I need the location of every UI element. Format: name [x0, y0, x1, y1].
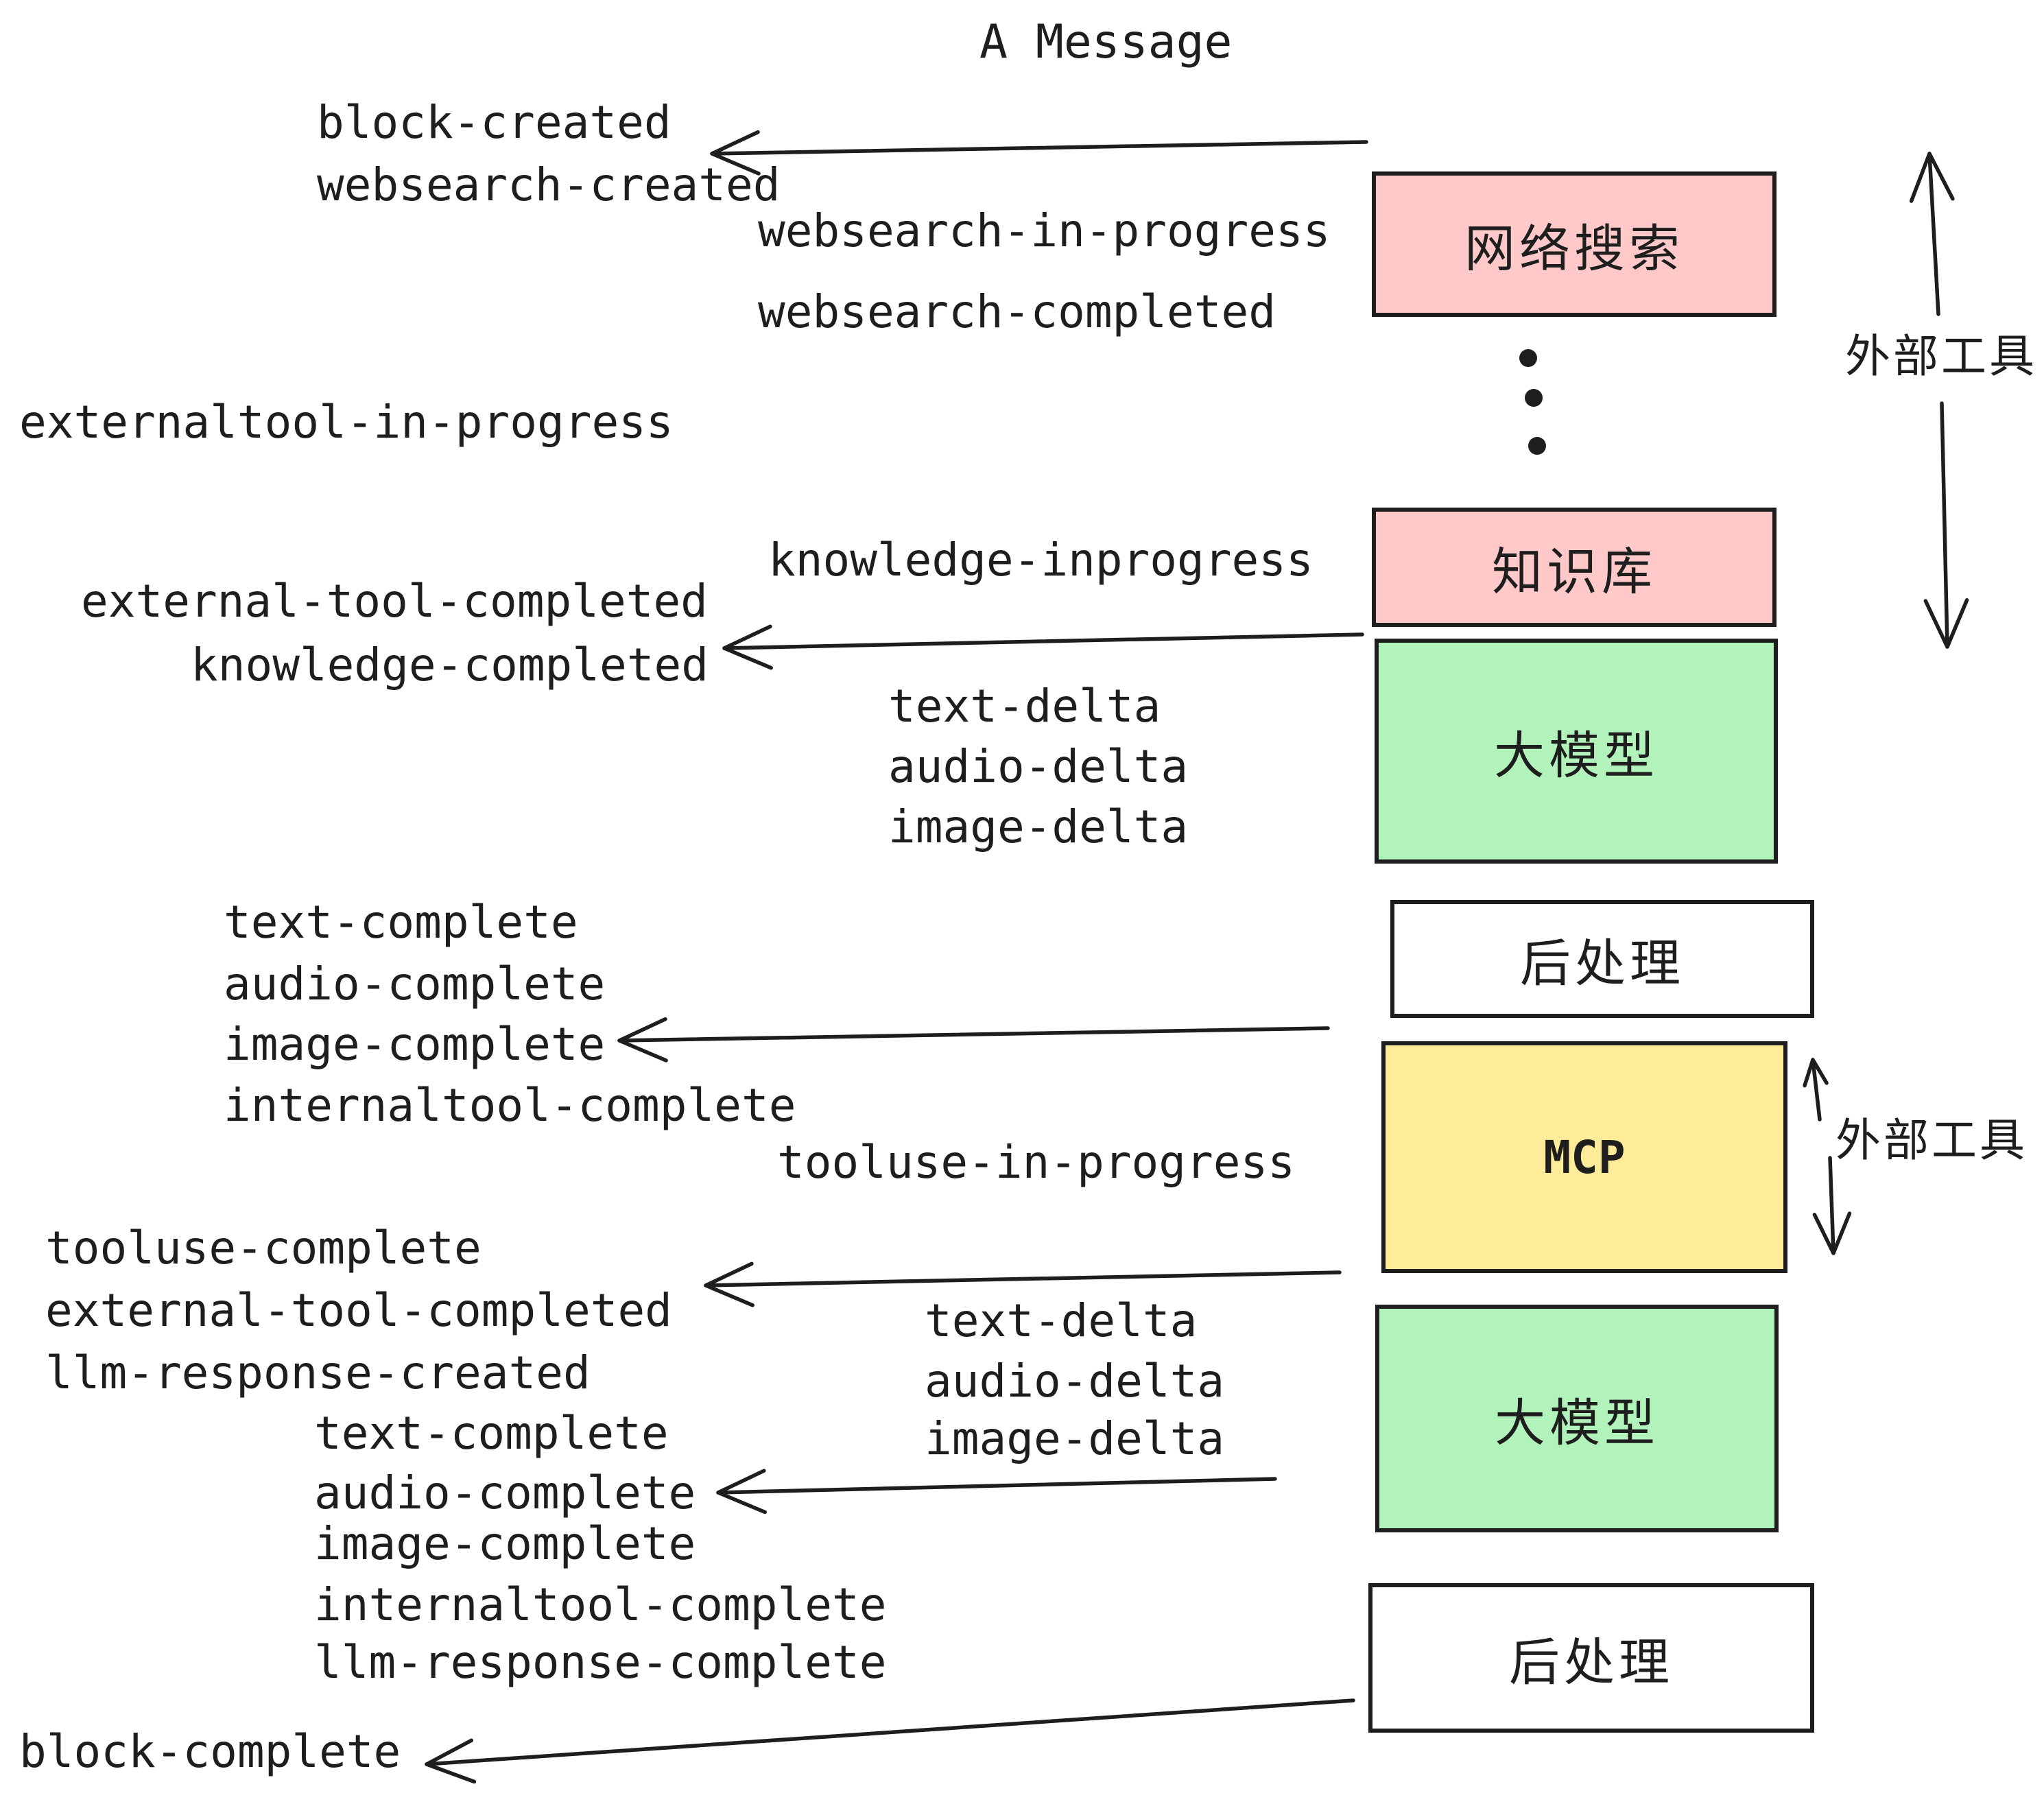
event-label-audio-delta-2: audio-delta	[925, 1355, 1225, 1408]
ellipsis-dot-1	[1519, 349, 1537, 367]
arrow-shaft-external-tools-down-2	[1828, 1156, 1835, 1255]
ellipsis-dot-2	[1525, 389, 1543, 407]
arrow-head-external-tools-up-1	[1909, 152, 1955, 203]
event-label-knowledge-completed: knowledge-completed	[191, 639, 709, 691]
event-label-audio-complete-2: audio-complete	[314, 1467, 696, 1519]
event-label-audio-delta-1: audio-delta	[888, 740, 1189, 793]
event-label-external-tool-completed-1: external-tool-completed	[81, 575, 708, 628]
event-label-image-delta-2: image-delta	[925, 1412, 1225, 1465]
arrow-external-tools-down-2	[1812, 1156, 1852, 1255]
arrow-head-websearch-to-block-created	[710, 130, 761, 176]
event-label-block-created: block-created	[317, 96, 672, 149]
box-label-mcp: MCP	[1543, 1130, 1626, 1184]
event-label-websearch-created: websearch-created	[317, 158, 781, 211]
box-label-postprocess-2: 后处理	[1509, 1633, 1674, 1691]
event-label-text-complete-2: text-complete	[314, 1407, 669, 1460]
event-label-external-tool-completed-2: external-tool-completed	[45, 1284, 672, 1337]
arrow-mcp-to-tooluse-complete	[704, 1261, 1342, 1307]
event-label-websearch-in-progress: websearch-in-progress	[758, 204, 1331, 257]
box-llm-2: 大模型	[1375, 1305, 1779, 1532]
event-label-image-delta-1: image-delta	[888, 800, 1189, 853]
event-label-internaltool-complete-2: internaltool-complete	[314, 1578, 887, 1631]
event-label-internaltool-complete-1: internaltool-complete	[224, 1079, 796, 1132]
event-label-block-complete: block-complete	[19, 1725, 401, 1778]
arrow-shaft-mcp-to-image-complete	[617, 1026, 1330, 1043]
arrow-head-postprocess2-to-block-complete	[425, 1738, 477, 1784]
event-label-image-complete-2: image-complete	[314, 1517, 696, 1570]
arrow-head-llm2-to-audio-complete	[716, 1469, 768, 1515]
arrow-head-external-tools-up-2	[1803, 1058, 1829, 1088]
box-knowledge: 知识库	[1372, 508, 1776, 627]
box-llm-1: 大模型	[1375, 639, 1778, 864]
arrow-mcp-to-image-complete	[617, 1017, 1330, 1063]
event-label-audio-complete-1: audio-complete	[224, 958, 606, 1010]
arrow-head-external-tools-down-2	[1812, 1211, 1852, 1255]
event-label-tooluse-complete: tooluse-complete	[45, 1222, 482, 1274]
box-postprocess-1: 后处理	[1390, 900, 1814, 1018]
ellipsis-dots	[1519, 349, 1546, 455]
arrow-llm2-to-audio-complete	[716, 1469, 1277, 1515]
side-label-external-tools-mcp: 外部工具	[1835, 1115, 2028, 1165]
ellipsis-dot-3	[1528, 437, 1546, 455]
box-label-postprocess-1: 后处理	[1520, 934, 1685, 992]
arrow-head-external-tools-down-1	[1923, 598, 1969, 649]
box-postprocess-2: 后处理	[1368, 1583, 1814, 1733]
event-label-knowledge-inprogress: knowledge-inprogress	[768, 534, 1314, 586]
box-label-llm-1: 大模型	[1494, 726, 1659, 784]
arrow-head-llm1-to-knowledge-completed	[722, 624, 773, 670]
arrow-shaft-external-tools-up-2	[1811, 1058, 1822, 1121]
event-label-text-complete-1: text-complete	[224, 896, 578, 949]
box-mcp: MCP	[1381, 1041, 1787, 1273]
arrow-head-mcp-to-tooluse-complete	[704, 1261, 754, 1307]
event-label-externaltool-in-progress: externaltool-in-progress	[19, 396, 674, 449]
arrow-llm1-to-knowledge-completed	[722, 624, 1364, 670]
event-label-text-delta-1: text-delta	[888, 680, 1161, 733]
event-label-text-delta-2: text-delta	[925, 1294, 1198, 1347]
box-label-llm-2: 大模型	[1495, 1394, 1659, 1451]
side-label-external-tools-top: 外部工具	[1845, 331, 2037, 381]
arrow-shaft-mcp-to-tooluse-complete	[704, 1270, 1342, 1287]
arrow-external-tools-down-1	[1923, 401, 1969, 649]
box-websearch: 网络搜索	[1372, 171, 1776, 317]
arrow-shaft-external-tools-up-1	[1927, 152, 1940, 316]
arrow-external-tools-up-2	[1803, 1058, 1829, 1121]
arrow-shaft-llm1-to-knowledge-completed	[722, 632, 1364, 650]
arrow-postprocess2-to-block-complete	[425, 1698, 1355, 1784]
event-label-tooluse-in-progress: tooluse-in-progress	[777, 1136, 1295, 1189]
arrow-head-mcp-to-image-complete	[617, 1017, 668, 1063]
arrow-shaft-postprocess2-to-block-complete	[425, 1698, 1355, 1766]
arrow-shaft-llm2-to-audio-complete	[716, 1477, 1277, 1495]
arrow-websearch-to-block-created	[710, 130, 1368, 176]
arrow-shaft-websearch-to-block-created	[710, 140, 1368, 156]
event-label-websearch-completed: websearch-completed	[758, 285, 1276, 338]
event-label-llm-response-complete: llm-response-complete	[314, 1636, 887, 1689]
event-label-llm-response-created: llm-response-created	[45, 1346, 591, 1399]
box-label-knowledge: 知识库	[1492, 543, 1656, 600]
event-label-image-complete-1: image-complete	[224, 1018, 606, 1071]
box-label-websearch: 网络搜索	[1464, 219, 1684, 277]
arrow-shaft-external-tools-down-1	[1940, 401, 1949, 649]
arrow-external-tools-up-1	[1909, 152, 1955, 316]
diagram-title: A Message	[979, 15, 1233, 69]
